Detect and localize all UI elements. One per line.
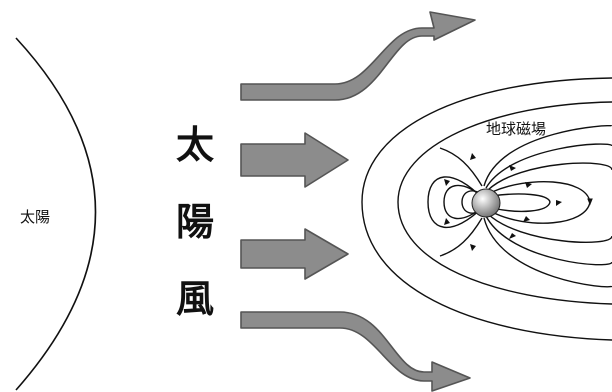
solar-wind-arrow-top <box>240 11 476 101</box>
solar-wind-arrows <box>240 11 476 392</box>
field-direction-arrows <box>444 153 562 251</box>
field-line-cusp-south <box>439 217 483 257</box>
field-line-tail-6 <box>485 215 612 266</box>
field-line-tail-7 <box>483 125 612 187</box>
field-line-loop-3 <box>461 190 485 214</box>
field-line-loop-2 <box>443 184 485 220</box>
sun-label: 太陽 <box>20 208 50 226</box>
solar-wind-char-2: 陽 <box>176 200 214 244</box>
field-line-outer-2 <box>397 101 612 305</box>
field-line-tail-2 <box>491 180 593 224</box>
field-line-tail-5 <box>485 143 612 189</box>
field-line-cusp-north <box>439 147 483 187</box>
field-line-loop-1 <box>427 176 485 228</box>
earth-sphere <box>471 188 501 218</box>
field-line-tail-3 <box>487 162 612 191</box>
magnetic-field-label: 地球磁場 <box>486 120 546 138</box>
magnetosphere-field-lines <box>361 77 612 341</box>
solar-wind-char-1: 太 <box>176 123 214 167</box>
solar-wind-arrow-3 <box>240 228 349 280</box>
solar-wind-arrow-2 <box>240 132 349 188</box>
field-line-tail-4 <box>487 213 612 243</box>
sun-edge-arc <box>15 37 97 391</box>
field-line-tail-1 <box>491 193 551 213</box>
solar-wind-char-3: 風 <box>176 277 214 321</box>
field-line-tail-8 <box>483 217 612 288</box>
solar-wind-arrow-bottom <box>240 311 471 392</box>
magnetopause-line <box>361 77 612 341</box>
